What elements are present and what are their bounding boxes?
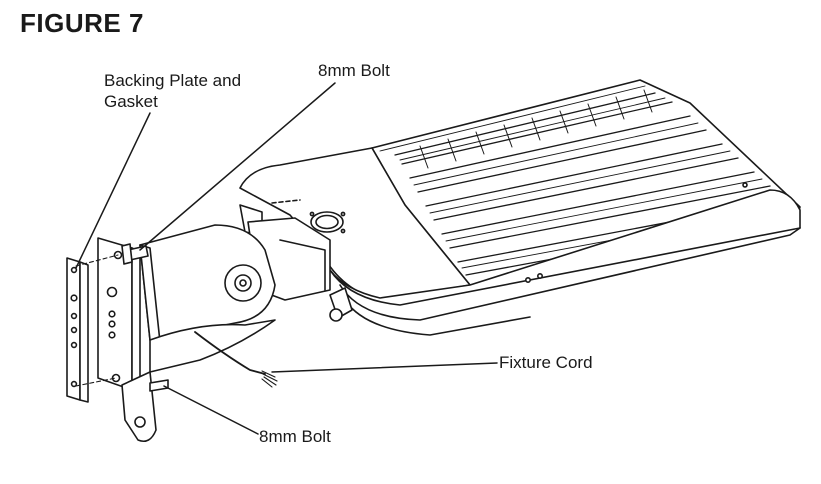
plate-edge bbox=[131, 247, 141, 393]
mounting-arm bbox=[139, 224, 276, 373]
leader-bolt-top bbox=[139, 82, 336, 251]
leader-bolt-bottom bbox=[163, 385, 259, 435]
cord-wire bbox=[262, 373, 278, 382]
bolt-top-head bbox=[121, 243, 133, 265]
fin bbox=[425, 143, 723, 207]
bolts bbox=[121, 243, 169, 392]
housing-screw bbox=[536, 272, 543, 279]
leader-lines bbox=[75, 82, 498, 435]
cap-screw bbox=[340, 228, 346, 234]
fin bbox=[441, 171, 755, 235]
plate-hole bbox=[108, 320, 116, 328]
fin bbox=[409, 115, 691, 179]
cord-wire bbox=[261, 378, 273, 388]
callout-bolt-top: 8mm Bolt bbox=[318, 61, 390, 80]
callout-fixture-cord: Fixture Cord bbox=[499, 353, 593, 372]
housing-front bbox=[329, 189, 801, 306]
knuckle-dashed bbox=[271, 199, 301, 204]
fin bbox=[379, 85, 646, 152]
gasket-hole bbox=[70, 266, 78, 274]
slat bbox=[615, 96, 625, 120]
align-dashed-top bbox=[75, 254, 119, 267]
slat bbox=[503, 124, 513, 148]
cap-screw bbox=[340, 211, 346, 217]
bracket-tab bbox=[121, 371, 157, 443]
slat bbox=[643, 89, 653, 113]
cord-wire bbox=[263, 376, 277, 386]
callout-backing-plate-line2: Gasket bbox=[104, 92, 158, 111]
slat bbox=[531, 117, 541, 141]
fin bbox=[394, 92, 656, 156]
cap-screw bbox=[309, 211, 315, 217]
callout-backing-plate-line1: Backing Plate and bbox=[104, 71, 242, 90]
bracket-hole bbox=[134, 416, 146, 428]
knuckle-face bbox=[279, 239, 326, 291]
housing-screw bbox=[742, 182, 748, 188]
access-cap-inner bbox=[315, 214, 339, 230]
plate-hole bbox=[108, 310, 116, 318]
fin bbox=[445, 178, 763, 242]
leader-fixture-cord bbox=[271, 362, 498, 373]
align-dashed-bottom bbox=[75, 377, 117, 387]
fin bbox=[449, 185, 771, 249]
slat bbox=[587, 103, 597, 127]
cord bbox=[194, 331, 266, 375]
bolt-bottom-shaft bbox=[149, 379, 169, 392]
gasket-hole bbox=[70, 380, 78, 388]
gasket-hole bbox=[70, 341, 78, 349]
fin bbox=[417, 129, 707, 193]
cord-wire bbox=[261, 370, 276, 378]
figure-title: FIGURE 7 bbox=[20, 8, 144, 38]
gasket-hole bbox=[70, 294, 78, 302]
leader-backing-plate bbox=[75, 112, 151, 269]
fixture-cord bbox=[194, 331, 278, 388]
fin bbox=[413, 122, 699, 186]
housing-screw bbox=[524, 276, 531, 283]
fin bbox=[433, 157, 739, 221]
backing-plate bbox=[97, 237, 141, 393]
slat bbox=[447, 138, 457, 162]
front-knob-cap bbox=[329, 308, 343, 322]
plate-bolt-bottom bbox=[111, 373, 121, 383]
heatsink-slats bbox=[419, 89, 653, 169]
plate-hole bbox=[108, 331, 116, 339]
arm-top bbox=[139, 224, 276, 341]
gasket bbox=[66, 254, 119, 403]
pivot-center bbox=[239, 279, 247, 287]
gasket-edge bbox=[79, 261, 89, 403]
housing-bottom-edge bbox=[344, 299, 531, 336]
slat bbox=[419, 145, 429, 169]
gasket-hole bbox=[70, 326, 78, 334]
callout-bolt-bottom: 8mm Bolt bbox=[259, 427, 331, 446]
slat bbox=[559, 110, 569, 134]
plate-slot bbox=[106, 286, 118, 298]
lower-bracket bbox=[121, 371, 157, 443]
fin bbox=[399, 97, 666, 161]
slat bbox=[475, 131, 485, 155]
fin bbox=[429, 150, 731, 214]
callout-backing-plate: Backing Plate and Gasket bbox=[104, 70, 241, 112]
gasket-hole bbox=[70, 312, 78, 320]
